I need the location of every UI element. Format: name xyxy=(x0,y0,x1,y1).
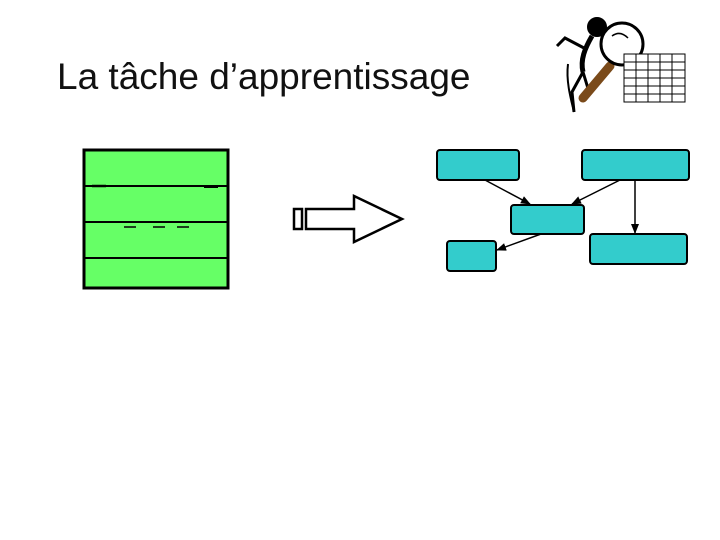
graph-node xyxy=(446,240,497,272)
model-graph xyxy=(436,149,690,272)
graph-edge xyxy=(496,233,542,251)
spreadsheet-grid-icon xyxy=(623,53,686,103)
graph-node xyxy=(436,149,520,181)
data-table xyxy=(82,148,230,290)
double-arrow-icon xyxy=(292,194,405,244)
graph-node xyxy=(589,233,688,265)
slide-title: La tâche d’apprentissage xyxy=(57,56,471,97)
graph-node xyxy=(581,149,690,181)
data-table-frame xyxy=(82,148,230,290)
graph-node xyxy=(510,204,585,235)
graph-edge xyxy=(484,179,531,205)
graph-edge xyxy=(571,179,621,205)
